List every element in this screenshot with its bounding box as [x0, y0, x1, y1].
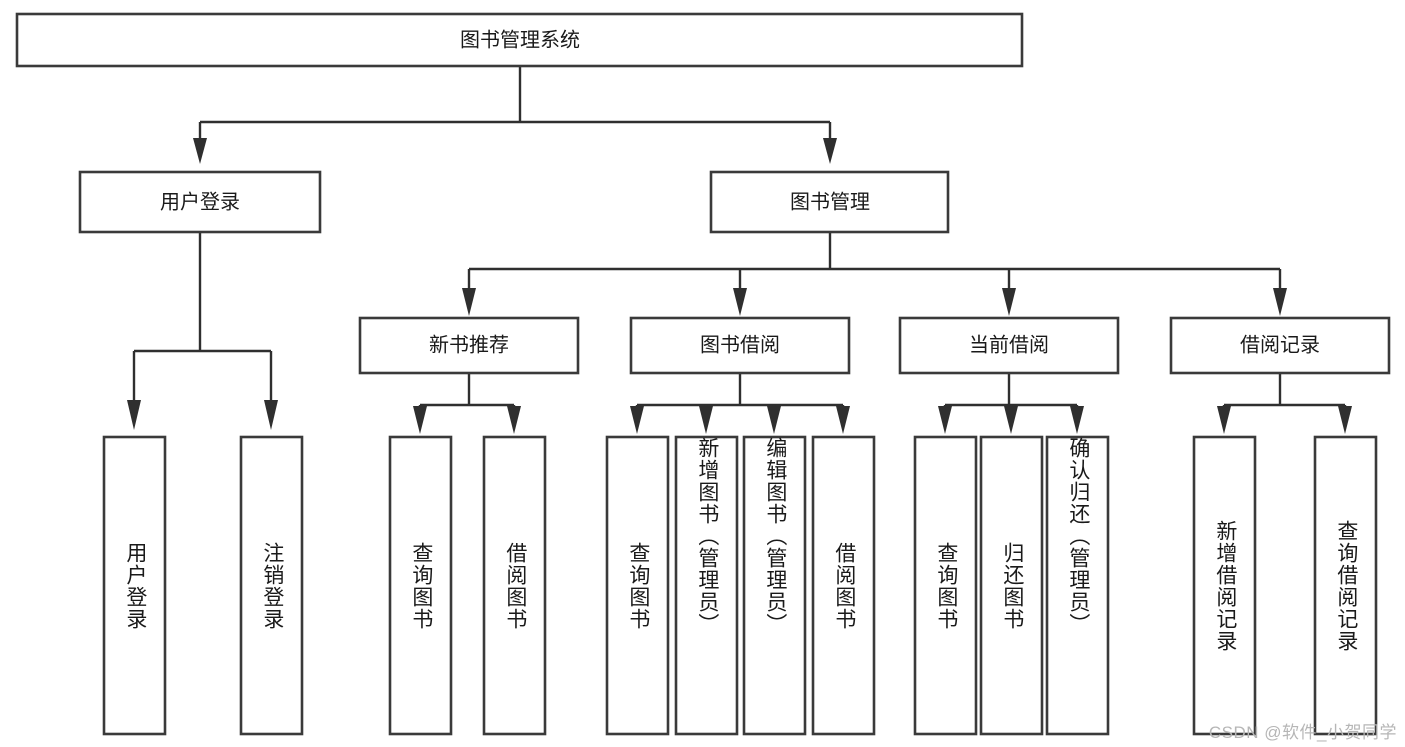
node-book-manage[interactable]: 图书管理 [709, 170, 950, 234]
node-current-borrow-label: 当前借阅 [969, 333, 1049, 356]
leaf-boxes-current-borrow [913, 435, 1110, 736]
leaf-box-cb-return-book[interactable] [979, 435, 1044, 736]
node-current-borrow-box[interactable] [898, 316, 1120, 375]
connector-group-book-borrow-children [630, 373, 850, 434]
connector-group-new-book-children [413, 373, 521, 434]
leaf-box-bb-borrow-book[interactable] [811, 435, 876, 736]
leaf-box-br-query-record[interactable] [1313, 435, 1378, 736]
node-new-book-recommend-box[interactable] [358, 316, 580, 375]
arrow-head-leaf-logout-login [264, 400, 278, 430]
leaf-box-cb-query-book[interactable] [913, 435, 978, 736]
arrow-head-bb-leaf-2 [699, 406, 713, 434]
connector-group-root-to-level2 [193, 66, 837, 164]
node-book-manage-box[interactable] [709, 170, 950, 234]
arrow-head-nb-leaf-2 [507, 406, 521, 434]
arrow-head-br-leaf-2 [1338, 406, 1352, 434]
leaf-boxes-borrow-record [1192, 435, 1378, 736]
leaf-box-bb-query-book[interactable] [605, 435, 670, 736]
leaf-box-user-login[interactable] [102, 435, 167, 736]
arrow-head-bb-leaf-3 [767, 406, 781, 434]
leaf-box-bb-add-book-admin[interactable] [674, 435, 739, 736]
connector-group-user-login-children [127, 232, 278, 430]
connector-group-book-manage-children [462, 232, 1287, 316]
arrow-head-borrow-record [1273, 288, 1287, 316]
node-borrow-record-box[interactable] [1169, 316, 1391, 375]
arrow-head-bb-leaf-1 [630, 406, 644, 434]
arrow-head-book-borrow [733, 288, 747, 316]
node-user-login[interactable]: 用户登录 [78, 170, 322, 234]
arrow-head-nb-leaf-1 [413, 406, 427, 434]
node-root[interactable]: 图书管理系统 [15, 12, 1024, 68]
node-user-login-box[interactable] [78, 170, 322, 234]
arrow-head-br-leaf-1 [1217, 406, 1231, 434]
watermark-text: CSDN @软件_小贺同学 [1208, 723, 1397, 742]
arrow-head-book-manage [823, 138, 837, 164]
connector-group-borrow-record-children [1217, 373, 1352, 434]
arrow-head-leaf-user-login [127, 400, 141, 430]
arrow-head-user-login [193, 138, 207, 164]
leaf-box-br-add-record[interactable] [1192, 435, 1257, 736]
leaf-box-bb-edit-book-admin[interactable] [742, 435, 807, 736]
node-borrow-record-label: 借阅记录 [1240, 333, 1320, 356]
leaf-box-cb-confirm-return-admin[interactable] [1045, 435, 1110, 736]
arrow-head-cb-leaf-2 [1004, 406, 1018, 434]
node-book-borrow-label: 图书借阅 [700, 333, 780, 356]
node-book-manage-label: 图书管理 [790, 190, 870, 213]
node-root-box[interactable] [15, 12, 1024, 68]
arrow-head-current-borrow [1002, 288, 1016, 316]
node-book-borrow-box[interactable] [629, 316, 851, 375]
arrow-head-cb-leaf-1 [938, 406, 952, 434]
leaf-boxes-book-borrow [605, 435, 876, 736]
leaf-boxes-user-login [102, 435, 304, 736]
connector-group-current-borrow-children [938, 373, 1084, 434]
node-user-login-label: 用户登录 [160, 190, 240, 213]
node-root-label: 图书管理系统 [460, 28, 580, 51]
leaf-box-nb-query-book[interactable] [388, 435, 453, 736]
node-new-book-recommend-label: 新书推荐 [429, 333, 509, 356]
arrow-head-new-book-recommend [462, 288, 476, 316]
node-borrow-record[interactable]: 借阅记录 [1169, 316, 1391, 375]
leaf-box-logout-login[interactable] [239, 435, 304, 736]
arrow-head-cb-leaf-3 [1070, 406, 1084, 434]
arrow-head-bb-leaf-4 [836, 406, 850, 434]
node-current-borrow[interactable]: 当前借阅 [898, 316, 1120, 375]
node-book-borrow[interactable]: 图书借阅 [629, 316, 851, 375]
leaf-boxes-new-book-recommend [388, 435, 547, 736]
node-new-book-recommend[interactable]: 新书推荐 [358, 316, 580, 375]
leaf-box-nb-borrow-book[interactable] [482, 435, 547, 736]
